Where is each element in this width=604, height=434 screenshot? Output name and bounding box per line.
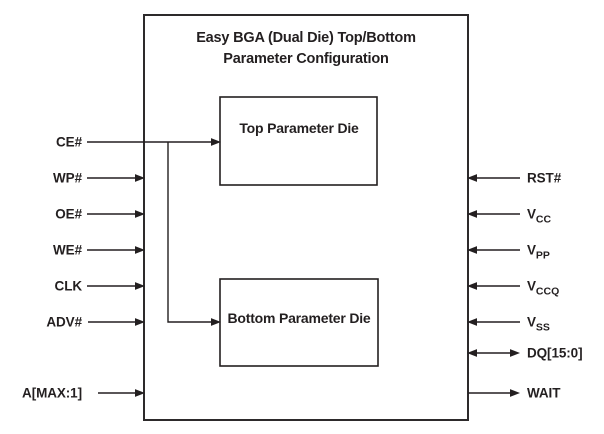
arrowhead-vcc — [467, 210, 477, 218]
signal-label-adv: ADV# — [46, 314, 82, 330]
signal-label-dq: DQ[15:0] — [527, 345, 583, 361]
signal-line-vss — [467, 318, 520, 326]
signal-line-vccq — [467, 282, 520, 290]
arrowhead-oe — [135, 210, 145, 218]
signal-line-wait — [468, 389, 520, 397]
signal-line-rst — [467, 174, 520, 182]
signal-label-addr: A[MAX:1] — [22, 385, 82, 401]
signal-label-vss: VSS — [527, 314, 550, 333]
arrowhead-ce-bottom — [211, 318, 221, 326]
signal-line-adv — [88, 318, 145, 326]
bottom-die-box — [219, 278, 379, 367]
arrowhead-we — [135, 246, 145, 254]
signal-label-clk: CLK — [54, 278, 83, 294]
signal-line-addr — [98, 389, 145, 397]
arrowhead-dq-right — [510, 349, 520, 357]
signal-line-wp — [87, 174, 145, 182]
arrowhead-addr — [135, 389, 145, 397]
diagram-title: Easy BGA (Dual Die) Top/Bottom Parameter… — [144, 28, 468, 70]
arrowhead-vss — [467, 318, 477, 326]
signal-label-rst: RST# — [527, 170, 562, 186]
signal-label-vpp: VPP — [527, 242, 550, 261]
signal-label-vccq: VCCQ — [527, 278, 560, 297]
arrowhead-vpp — [467, 246, 477, 254]
arrowhead-rst — [467, 174, 477, 182]
signal-line-we — [87, 246, 145, 254]
signal-label-wait: WAIT — [527, 385, 561, 401]
signal-label-wp: WP# — [53, 170, 82, 186]
title-line-1: Easy BGA (Dual Die) Top/Bottom — [196, 30, 416, 46]
signal-label-we: WE# — [53, 242, 82, 258]
top-die-box — [219, 96, 378, 186]
arrowhead-vccq — [467, 282, 477, 290]
arrowhead-clk — [135, 282, 145, 290]
signal-line-dq — [467, 349, 520, 357]
signal-label-oe: OE# — [55, 206, 82, 222]
arrowhead-adv — [135, 318, 145, 326]
signal-label-ce: CE# — [56, 134, 82, 150]
top-die-label: Top Parameter Die — [239, 120, 359, 136]
title-line-2: Parameter Configuration — [223, 51, 389, 67]
arrowhead-ce-top — [211, 138, 221, 146]
bottom-die-label: Bottom Parameter Die — [227, 310, 371, 326]
signal-line-vcc — [467, 210, 520, 218]
signal-line-clk — [87, 282, 145, 290]
outer-package-box — [143, 14, 469, 421]
arrowhead-wait — [510, 389, 520, 397]
signal-line-ce — [87, 138, 221, 326]
arrowhead-dq-left — [467, 349, 477, 357]
signal-line-oe — [87, 210, 145, 218]
arrowhead-wp — [135, 174, 145, 182]
signal-label-vcc: VCC — [527, 206, 552, 225]
signal-line-vpp — [467, 246, 520, 254]
